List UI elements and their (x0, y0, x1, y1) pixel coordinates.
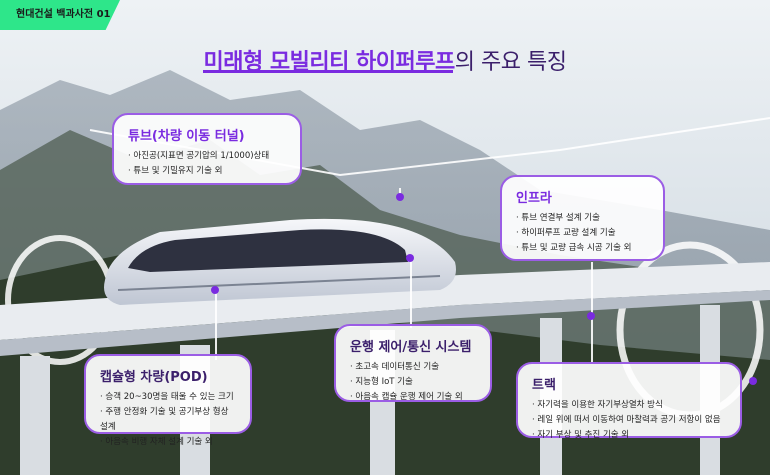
card-tube: 튜브(차량 이동 터널) 아진공(지표면 공기압의 1/1000)상태 튜브 및… (112, 113, 302, 185)
series-tag: 현대건설 백과사전 01 (0, 0, 120, 30)
card-infra-list: 튜브 연결부 설계 기술 하이퍼루프 교량 설계 기술 튜브 및 교량 급속 시… (516, 211, 649, 256)
card-infra: 인프라 튜브 연결부 설계 기술 하이퍼루프 교량 설계 기술 튜브 및 교량 … (500, 175, 665, 261)
track-dot (749, 377, 757, 385)
list-item: 초고속 데이터통신 기술 (350, 360, 476, 375)
tube-dot (396, 193, 404, 201)
card-ops-list: 초고속 데이터통신 기술 지능형 IoT 기술 아음속 캡슐 운행 제어 기술 … (350, 360, 476, 405)
card-pod-title: 캡슐형 차량(POD) (100, 370, 208, 385)
card-track: 트랙 자기력을 이용한 자기부상열차 방식 레일 위에 떠서 이동하여 마찰력과… (516, 362, 742, 440)
title-rest: 의 주요 특징 (454, 50, 567, 75)
list-item: 아진공(지표면 공기압의 1/1000)상태 (128, 149, 286, 164)
card-track-list: 자기력을 이용한 자기부상열차 방식 레일 위에 떠서 이동하여 마찰력과 공기… (532, 398, 726, 443)
list-item: 하이퍼루프 교량 설계 기술 (516, 226, 649, 241)
list-item: 승객 20~30명을 태울 수 있는 크기 (100, 390, 236, 405)
ops-dot (406, 254, 414, 262)
ops-pin (410, 258, 412, 328)
list-item: 지능형 IoT 기술 (350, 375, 476, 390)
card-ops: 운행 제어/통신 시스템 초고속 데이터통신 기술 지능형 IoT 기술 아음속… (334, 324, 492, 402)
title-underline (203, 70, 453, 73)
card-pod: 캡슐형 차량(POD) 승객 20~30명을 태울 수 있는 크기 주행 안정화… (84, 354, 252, 447)
list-item: 튜브 및 기밀유지 기술 외 (128, 164, 286, 179)
list-item: 튜브 및 교량 급속 시공 기술 외 (516, 241, 649, 256)
list-item: 아음속 캡슐 운행 제어 기술 외 (350, 390, 476, 405)
list-item: 자기 부상 및 추진 기술 외 (532, 428, 726, 443)
card-ops-title: 운행 제어/통신 시스템 (350, 340, 472, 355)
card-pod-list: 승객 20~30명을 태울 수 있는 크기 주행 안정화 기술 및 공기부상 형… (100, 390, 236, 450)
infra-dot (587, 312, 595, 320)
list-item: 레일 위에 떠서 이동하여 마찰력과 공기 저항이 없음 (532, 413, 726, 428)
pod-pin (215, 290, 217, 360)
card-infra-title: 인프라 (516, 191, 552, 206)
card-tube-list: 아진공(지표면 공기압의 1/1000)상태 튜브 및 기밀유지 기술 외 (128, 149, 286, 179)
card-track-title: 트랙 (532, 378, 556, 393)
list-item: 튜브 연결부 설계 기술 (516, 211, 649, 226)
pod-dot (211, 286, 219, 294)
list-item: 주행 안정화 기술 및 공기부상 형상 설계 (100, 405, 236, 435)
list-item: 아음속 비행 자체 설계 기술 외 (100, 435, 236, 450)
card-tube-title: 튜브(차량 이동 터널) (128, 129, 245, 144)
list-item: 자기력을 이용한 자기부상열차 방식 (532, 398, 726, 413)
